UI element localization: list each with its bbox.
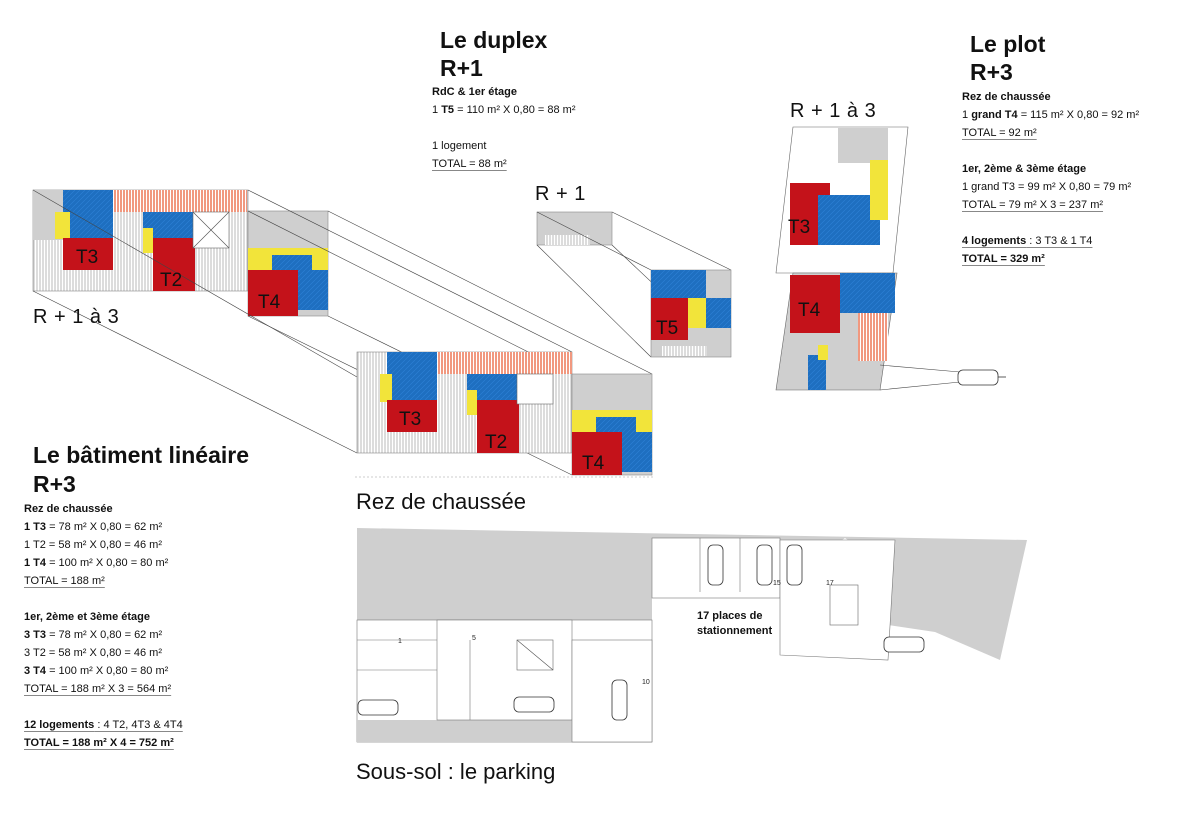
duplex-plan [536, 211, 732, 358]
parking-number: 5 [472, 635, 476, 642]
plot-rdc-heading: Rez de chaussée [962, 91, 1051, 103]
lineaire-level: R+3 [33, 471, 76, 497]
lineaire-title: Le bâtiment linéaire [33, 442, 250, 468]
unit-label-t4: T4 [582, 453, 605, 474]
plot-upper-line: 1 grand T3 = 99 m² X 0,80 = 79 m² [962, 181, 1132, 193]
plot-rdc-line: 1 grand T4 = 115 m² X 0,80 = 92 m² [962, 109, 1140, 121]
unit-label-t3: T3 [788, 217, 810, 238]
plot-grand-total: TOTAL = 329 m² [962, 253, 1045, 265]
unit-label-t2: T2 [485, 432, 507, 453]
parking-note-line-2: stationnement [697, 625, 773, 637]
lineaire-up-line-3: 3 T4 = 100 m² X 0,80 = 80 m² [24, 665, 169, 677]
duplex-units: 1 logement [432, 140, 487, 152]
duplex-title: Le duplex [440, 27, 548, 53]
plot-units: 4 logements : 3 T3 & 1 T4 [962, 235, 1093, 247]
lineaire-upper-total: TOTAL = 188 m² X 3 = 564 m² [24, 683, 172, 695]
plot-plan [775, 126, 1006, 391]
label-parking: Sous-sol : le parking [356, 759, 556, 784]
plot-upper-total: TOTAL = 79 m² X 3 = 237 m² [962, 199, 1104, 211]
plot-info: Rez de chaussée 1 grand T4 = 115 m² X 0,… [962, 88, 1139, 268]
plot-title: Le plot [970, 31, 1046, 57]
label-r1a3-lineaire: R + 1 à 3 [33, 306, 120, 328]
lineaire-upper-plan [32, 189, 329, 317]
lineaire-rdc-line-3: 1 T4 = 100 m² X 0,80 = 80 m² [24, 557, 169, 569]
label-r1a3-plot: R + 1 à 3 [790, 100, 877, 122]
lineaire-rdc-plan [355, 351, 655, 478]
parking-plan: 1 5 10 15 17 17 places de stationnement [356, 528, 1027, 743]
lineaire-up-line-2: 3 T2 = 58 m² X 0,80 = 46 m² [24, 647, 162, 659]
unit-label-t3: T3 [399, 409, 421, 430]
lineaire-grand-total: TOTAL = 188 m² X 4 = 752 m² [24, 737, 174, 749]
duplex-level: R+1 [440, 55, 483, 81]
duplex-floor-heading: RdC & 1er étage [432, 86, 517, 98]
unit-label-t4: T4 [258, 292, 281, 313]
plot-level: R+3 [970, 59, 1013, 85]
parking-number: 1 [398, 638, 402, 645]
lineaire-up-line-1: 3 T3 = 78 m² X 0,80 = 62 m² [24, 629, 163, 641]
unit-label-t3: T3 [76, 247, 98, 268]
lineaire-rdc-heading: Rez de chaussée [24, 503, 113, 515]
lineaire-rdc-line-2: 1 T2 = 58 m² X 0,80 = 46 m² [24, 539, 162, 551]
parking-number: 10 [642, 679, 650, 686]
plot-upper-heading: 1er, 2ème & 3ème étage [962, 163, 1087, 175]
unit-label-t2: T2 [160, 270, 182, 291]
unit-label-t5: T5 [656, 318, 678, 339]
duplex-total: TOTAL = 88 m² [432, 158, 507, 170]
duplex-line: 1 T5 = 110 m² X 0,80 = 88 m² [432, 104, 576, 116]
lineaire-upper-heading: 1er, 2ème et 3ème étage [24, 611, 150, 623]
unit-label-t4: T4 [798, 300, 821, 321]
parking-note-line-1: 17 places de [697, 610, 762, 622]
parking-number: 15 [773, 580, 781, 587]
plot-rdc-total: TOTAL = 92 m² [962, 127, 1037, 139]
label-rez-de-chaussee: Rez de chaussée [356, 489, 526, 514]
lineaire-rdc-line-1: 1 T3 = 78 m² X 0,80 = 62 m² [24, 521, 163, 533]
label-r1-duplex: R + 1 [535, 183, 586, 205]
unit-labels: T3 T2 T4 T3 T2 T4 T5 T3 T4 [76, 217, 821, 474]
lineaire-rdc-total: TOTAL = 188 m² [24, 575, 105, 587]
lineaire-units: 12 logements : 4 T2, 4T3 & 4T4 [24, 719, 183, 731]
duplex-info: RdC & 1er étage 1 T5 = 110 m² X 0,80 = 8… [432, 83, 576, 173]
parking-number: 17 [826, 580, 834, 587]
lineaire-info: Rez de chaussée 1 T3 = 78 m² X 0,80 = 62… [24, 500, 183, 752]
